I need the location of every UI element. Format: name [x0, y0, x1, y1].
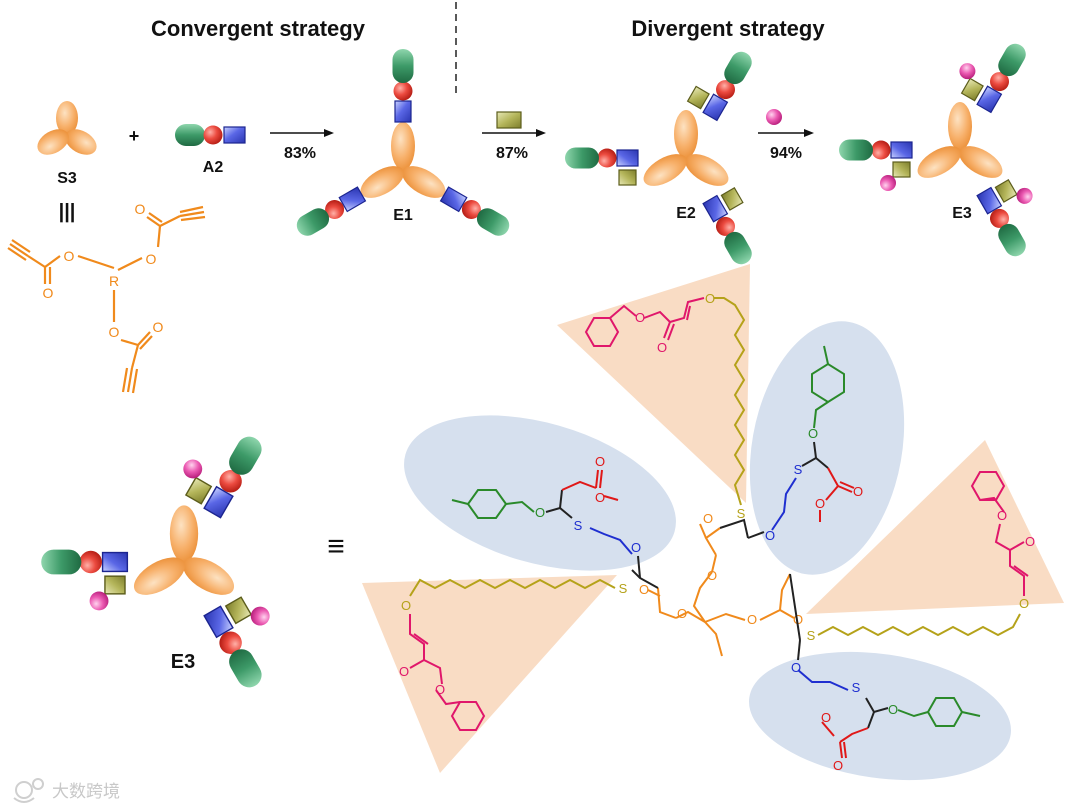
olive-alkyl-chains	[409, 297, 1021, 637]
atom-s: S	[574, 518, 583, 533]
atom-o: O	[135, 201, 146, 217]
atom-o: O	[707, 568, 717, 583]
atom-o: O	[635, 310, 645, 325]
watermark: 大数跨境	[13, 778, 120, 803]
atom-o: O	[997, 508, 1007, 523]
watermark-text: 大数跨境	[52, 782, 120, 802]
linker-atoms: O O O S S S	[574, 462, 861, 695]
atom-s: S	[807, 628, 816, 643]
chain-atoms: S S S O O O	[401, 291, 1029, 643]
atom-o: O	[631, 540, 641, 555]
atom-o: O	[705, 291, 715, 306]
e3-star-polymer-small	[838, 24, 1057, 261]
e2-star-polymer	[564, 39, 771, 269]
equivalence-symbol: ≡	[327, 530, 345, 563]
s3-trilobe-icon	[37, 101, 97, 155]
e1-label: E1	[393, 207, 413, 224]
plus-sign: +	[129, 126, 140, 146]
atom-s: S	[852, 680, 861, 695]
e2-label: E2	[676, 205, 696, 222]
orange-core-bonds	[647, 523, 795, 657]
s3-label: S3	[57, 170, 77, 187]
reaction-arrow-1	[270, 129, 334, 137]
atom-s: S	[794, 462, 803, 477]
pink-reagent-icon	[766, 109, 782, 125]
atom-o: O	[791, 660, 801, 675]
atom-o: O	[535, 505, 545, 520]
atom-o: O	[595, 490, 605, 505]
atom-o: O	[703, 511, 713, 526]
a2-monomer-icon	[175, 124, 246, 146]
atom-o: O	[639, 582, 649, 597]
structure-backgrounds	[362, 264, 1064, 781]
trialkyne-core-structure	[7, 205, 206, 394]
thioethyl-linkers	[589, 477, 849, 691]
e3-label-small: E3	[952, 205, 972, 222]
atom-o: O	[808, 426, 818, 441]
atom-o: O	[146, 251, 157, 267]
reaction-arrow-3	[758, 129, 814, 137]
atom-o: O	[1025, 534, 1035, 549]
peach-segment-right	[806, 440, 1064, 614]
atom-o: O	[595, 454, 605, 469]
yield-87: 87%	[496, 145, 528, 162]
atom-r: R	[109, 273, 119, 289]
atom-o: O	[888, 702, 898, 717]
benzyl-acrylate-groups	[409, 297, 1029, 731]
logo-mark-icon	[13, 778, 44, 803]
atom-o: O	[401, 598, 411, 613]
blue-segment-top	[749, 321, 905, 575]
linker-bonds	[631, 518, 801, 661]
orange-core-atoms: O O O O O O	[639, 511, 803, 627]
atom-o: O	[1019, 596, 1029, 611]
atom-s: S	[619, 581, 628, 596]
triple-bar-symbol: |||	[59, 201, 76, 223]
atom-o: O	[793, 612, 803, 627]
atom-s: S	[737, 506, 746, 521]
e3-label-large: E3	[171, 651, 195, 673]
convergent-heading: Convergent strategy	[151, 16, 366, 41]
trialkyne-atoms: R O O O O O O	[43, 201, 164, 340]
atom-o: O	[853, 484, 863, 499]
methyl-ester-atoms: O O O O O O	[595, 454, 863, 773]
atom-o: O	[833, 758, 843, 773]
a2-label: A2	[203, 159, 224, 176]
yield-94: 94%	[770, 145, 802, 162]
methine-bonds	[545, 441, 889, 729]
methyl-ester-groups	[561, 467, 869, 759]
peach-segment-left	[362, 575, 617, 773]
atom-o: O	[747, 612, 757, 627]
atom-o: O	[815, 496, 825, 511]
atom-o: O	[765, 528, 775, 543]
reaction-arrow-2	[482, 129, 546, 137]
e3-star-polymer-large	[40, 413, 298, 693]
atom-o: O	[43, 285, 54, 301]
atom-o: O	[64, 248, 75, 264]
blue-segment-bottom	[749, 651, 1011, 781]
peach-segment-top	[557, 264, 750, 503]
divergent-heading: Divergent strategy	[631, 16, 825, 41]
yield-83: 83%	[284, 145, 316, 162]
methylbenzyl-groups	[451, 345, 981, 727]
acrylate-atoms: O O O O O O	[399, 310, 1035, 697]
atom-o: O	[109, 324, 120, 340]
atom-o: O	[153, 319, 164, 335]
atom-o: O	[821, 710, 831, 725]
benzyl-ether-atoms: O O O	[535, 426, 898, 717]
atom-o: O	[435, 682, 445, 697]
olive-reagent-icon	[496, 111, 522, 129]
blue-segment-left	[404, 415, 676, 571]
atom-o: O	[657, 340, 667, 355]
atom-o: O	[399, 664, 409, 679]
atom-o: O	[677, 606, 687, 621]
